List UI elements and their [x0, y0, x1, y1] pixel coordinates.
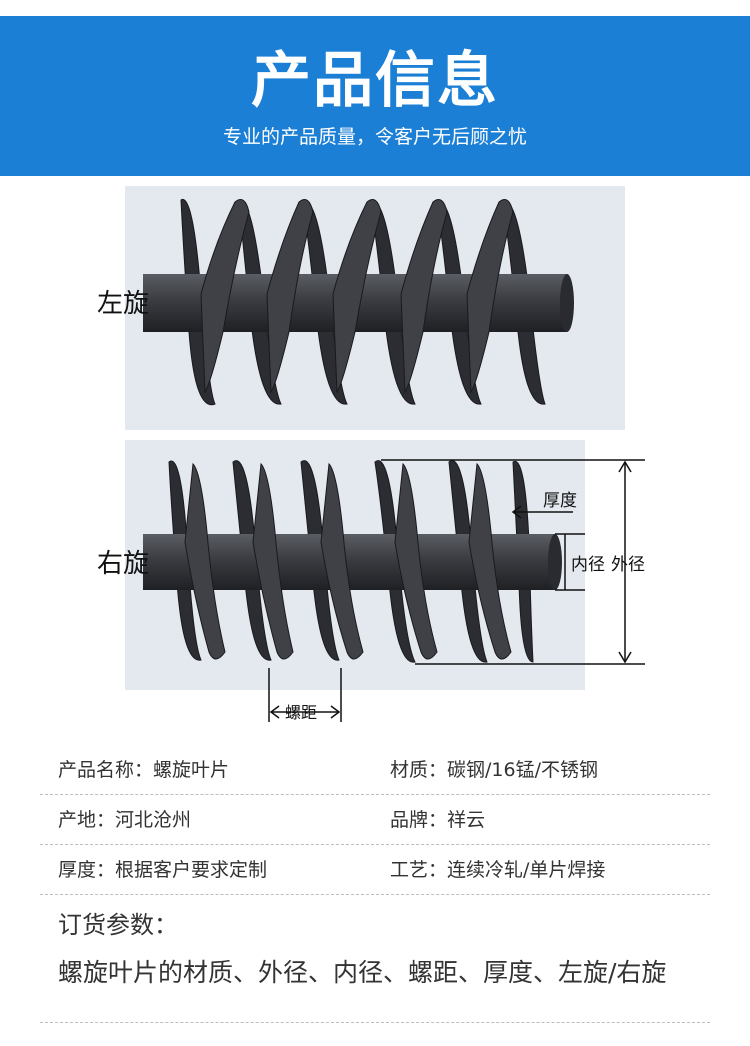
spec-thickness: 厚度：根据客户要求定制 [58, 859, 268, 881]
spec-row-1: 产品名称：螺旋叶片 材质：碳钢/16锰/不锈钢 [40, 746, 710, 795]
bottom-divider [40, 1022, 710, 1023]
spec-material: 材质：碳钢/16锰/不锈钢 [390, 759, 598, 781]
pitch-label: 螺距 [285, 704, 317, 722]
spec-row-3: 厚度：根据客户要求定制 工艺：连续冷轧/单片焊接 [40, 846, 710, 895]
spec-row-2: 产地：河北沧州 品牌：祥云 [40, 796, 710, 845]
header-banner: 产品信息 专业的产品质量，令客户无后顾之忧 [0, 16, 750, 176]
dimension-lines [268, 459, 645, 722]
thickness-label: 厚度 [543, 491, 577, 510]
page-subtitle: 专业的产品质量，令客户无后顾之忧 [222, 126, 527, 148]
screw-flight-diagram: 左旋 右旋 厚度 内径 外径 螺距 [85, 182, 665, 730]
outer-diameter-label: 外径 [611, 555, 645, 574]
spec-brand: 品牌：祥云 [390, 809, 486, 831]
page-title: 产品信息 [251, 46, 499, 116]
spec-product-name: 产品名称：螺旋叶片 [58, 759, 230, 781]
inner-diameter-label: 内径 [571, 555, 605, 574]
diagram-svg: 左旋 右旋 厚度 内径 外径 螺距 [97, 186, 645, 722]
order-params-text: 螺旋叶片的材质、外径、内径、螺距、厚度、左旋/右旋 [58, 958, 667, 987]
spec-origin: 产地：河北沧州 [58, 809, 192, 831]
right-rotation-label: 右旋 [97, 548, 149, 578]
spec-process: 工艺：连续冷轧/单片焊接 [390, 859, 606, 881]
left-rotation-label: 左旋 [97, 288, 149, 318]
left-hand-screw [143, 198, 574, 406]
order-params-title: 订货参数： [58, 911, 178, 939]
right-hand-screw [143, 460, 562, 663]
